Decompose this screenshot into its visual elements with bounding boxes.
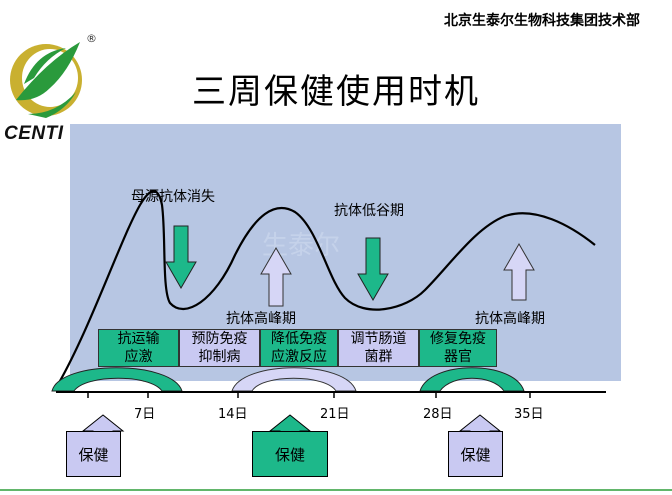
down-arrow-icon (165, 225, 197, 290)
stage-box-reduce-immune-stress: 降低免疫应激反应 (260, 329, 338, 367)
page-title: 三周保健使用时机 (192, 72, 480, 112)
stage-line: 器官 (444, 349, 472, 365)
day-label-35: 35日 (514, 407, 544, 422)
timeline-arc-green (51, 367, 183, 392)
baojian-box: 保健 (66, 431, 121, 477)
logo-text: CENTI (4, 123, 64, 144)
timeline-arc-green (419, 367, 525, 392)
stage-box-transport-stress: 抗运输应激 (98, 329, 179, 367)
stage-box-repair-immune-organ: 修复免疫器官 (419, 329, 497, 367)
baojian-box: 保健 (448, 431, 503, 477)
day-label-28: 28日 (423, 407, 453, 422)
stage-line: 应激 (124, 349, 153, 365)
centi-logo (10, 42, 82, 118)
maternal-antibody-label: 母源抗体消失 (131, 189, 215, 205)
antibody-peak-label: 抗体高峰期 (226, 311, 296, 327)
up-arrow-icon (260, 246, 292, 307)
day-label-21: 21日 (320, 407, 350, 422)
stage-box-immune-suppression: 预防免疫抑制病 (179, 329, 260, 367)
stage-line: 应激反应 (271, 349, 327, 365)
stage-line: 菌群 (364, 349, 393, 365)
timeline-arc-lavender (231, 367, 357, 392)
stage-line: 调节肠道 (350, 331, 407, 347)
down-arrow-icon (357, 237, 389, 302)
stage-line: 修复免疫 (430, 331, 486, 347)
antibody-low-label: 抗体低谷期 (334, 203, 404, 219)
day-label-7: 7日 (134, 407, 156, 422)
organization-name: 北京生泰尔生物科技集团技术部 (444, 13, 640, 29)
stage-box-intestinal-flora: 调节肠道菌群 (338, 329, 419, 367)
antibody-peak-label: 抗体高峰期 (475, 311, 545, 327)
up-arrow-icon (503, 242, 535, 301)
baojian-box: 保健 (252, 431, 328, 477)
registered-mark: ® (86, 32, 97, 45)
antibody-curve (55, 190, 596, 389)
stage-line: 预防免疫 (191, 331, 248, 347)
stage-line: 抗运输 (117, 331, 160, 347)
day-label-14: 14日 (218, 407, 248, 422)
stage-line: 抑制病 (198, 349, 241, 365)
stage-line: 降低免疫 (271, 331, 327, 347)
